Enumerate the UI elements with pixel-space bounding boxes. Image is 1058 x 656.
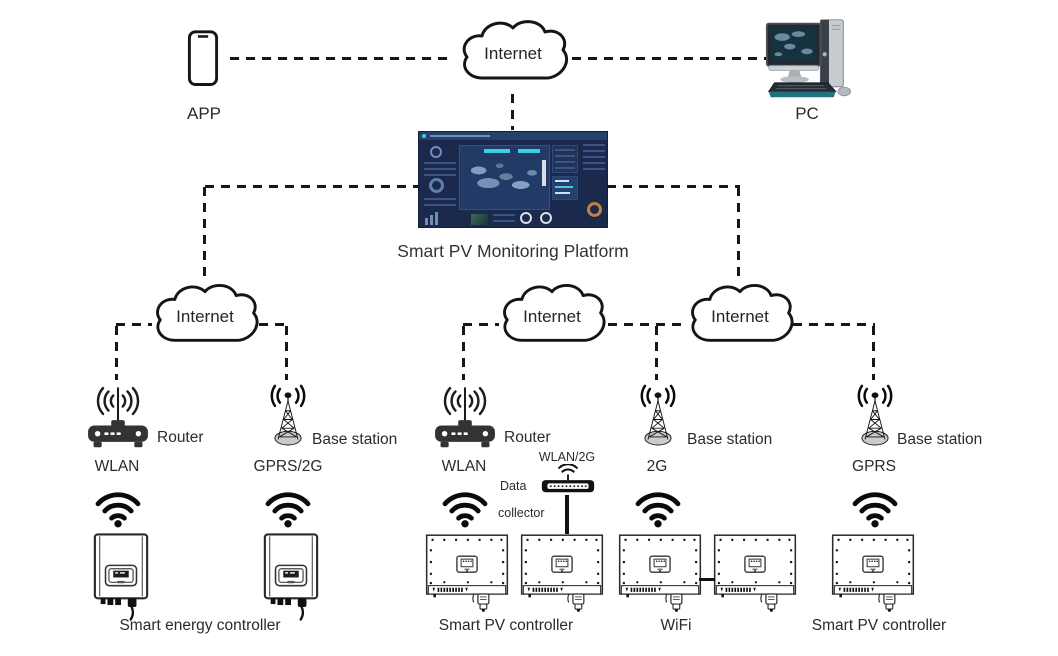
link-controller-wifi xyxy=(699,578,715,581)
energy-controller-icon xyxy=(91,530,151,622)
wlan-left-label: WLAN xyxy=(94,458,140,475)
link-platform-right xyxy=(607,185,740,188)
branch-left-router-down xyxy=(115,326,118,380)
dashboard-header-text xyxy=(430,135,490,137)
dashboard-gauge xyxy=(430,146,442,158)
branch-right-bs-down xyxy=(872,326,875,380)
pv-controller-icon xyxy=(520,532,604,614)
wifi-icon xyxy=(264,486,312,528)
branch-mid-router xyxy=(463,323,499,326)
router-left-label: Router xyxy=(157,429,204,446)
dashboard-bar xyxy=(425,218,428,225)
pv-controller-icon xyxy=(713,532,797,614)
smart-energy-controller-label: Smart energy controller xyxy=(119,617,281,634)
gprs-label: GPRS xyxy=(852,458,896,475)
dashboard-donut xyxy=(429,178,444,193)
dashboard-thumbnail xyxy=(471,214,488,225)
smart-pv-controller-right-label: Smart PV controller xyxy=(811,617,947,634)
branch-mid-bs-down xyxy=(655,326,658,380)
dashboard-bar xyxy=(435,212,438,225)
branch-right-bs xyxy=(793,323,875,326)
wlan-mid-label: WLAN xyxy=(441,458,487,475)
smart-pv-controller-left-label: Smart PV controller xyxy=(438,617,574,634)
cloud-label: Internet xyxy=(523,307,581,326)
internet-cloud-left: Internet xyxy=(148,280,262,350)
platform-screenshot xyxy=(418,131,608,228)
wifi-icon xyxy=(94,486,142,528)
dashboard-highlight xyxy=(518,149,540,153)
cloud-label: Internet xyxy=(711,307,769,326)
base-station-left-label: Base station xyxy=(312,431,398,448)
branch-mid-router-down xyxy=(462,326,465,380)
router-icon xyxy=(84,378,152,454)
energy-controller-icon xyxy=(261,530,321,622)
pv-controller-icon xyxy=(618,532,702,614)
router-mid-label: Router xyxy=(504,429,551,446)
link-internet-pc xyxy=(572,57,768,60)
gprs2g-label: GPRS/2G xyxy=(253,458,323,475)
dashboard-stat xyxy=(555,192,570,194)
dashboard-text-lines xyxy=(424,198,456,210)
branch-left-bs xyxy=(259,323,290,326)
pc-label: PC xyxy=(795,104,819,123)
dashboard-text-lines xyxy=(493,214,515,224)
wifi-link-label: WiFi xyxy=(660,617,692,634)
cloud-label: Internet xyxy=(176,307,234,326)
data-collector-icon xyxy=(540,464,596,498)
platform-title: Smart PV Monitoring Platform xyxy=(397,241,629,261)
internet-cloud-middle: Internet xyxy=(495,280,609,350)
dashboard-ring xyxy=(520,212,532,224)
dashboard-scrollbar xyxy=(542,160,546,186)
cloud-label: Internet xyxy=(484,44,542,63)
data-collector-label-2: collector xyxy=(498,506,545,520)
link-platform-left xyxy=(205,185,418,188)
internet-cloud-right: Internet xyxy=(683,280,797,350)
dashboard-highlight xyxy=(484,149,510,153)
app-label: APP xyxy=(186,104,222,123)
wifi-icon xyxy=(634,486,682,528)
base-station-mid-label: Base station xyxy=(687,431,773,448)
dashboard-bar xyxy=(430,215,433,225)
link-down-cloud-right xyxy=(737,187,740,281)
internet-cloud-top: Internet xyxy=(455,14,571,90)
wlan2g-label: WLAN/2G xyxy=(538,450,596,464)
dashboard-donut-orange xyxy=(587,202,602,217)
dashboard-stat xyxy=(555,186,573,188)
dashboard-world-map xyxy=(459,145,550,210)
dashboard-text-lines xyxy=(555,149,575,169)
pv-controller-icon xyxy=(831,532,915,614)
base-station-icon xyxy=(847,382,903,452)
pv-controller-icon xyxy=(425,532,509,614)
base-station-icon xyxy=(260,382,316,452)
dashboard-stat xyxy=(555,180,569,182)
base-station-right-label: Base station xyxy=(897,431,983,448)
smartphone-icon xyxy=(186,28,220,90)
dashboard-logo xyxy=(422,134,426,138)
wifi-icon xyxy=(441,486,489,528)
link-internet-platform xyxy=(511,94,514,130)
desktop-pc-icon xyxy=(758,16,856,102)
router-icon xyxy=(431,378,499,454)
branch-left-bs-down xyxy=(285,326,288,380)
link-phone-internet xyxy=(230,57,454,60)
dashboard-header xyxy=(419,132,607,140)
link-down-cloud-left xyxy=(203,187,206,281)
link-collector-controller xyxy=(565,495,569,534)
wifi-icon xyxy=(851,486,899,528)
branch-left-router xyxy=(116,323,152,326)
dashboard-ring xyxy=(540,212,552,224)
dashboard-text-lines xyxy=(424,162,456,176)
data-collector-label-1: Data xyxy=(500,479,527,493)
2g-label: 2G xyxy=(646,458,668,475)
link-cloud-mid-right xyxy=(608,323,686,326)
dashboard-text-lines xyxy=(583,144,605,174)
base-station-icon xyxy=(630,382,686,452)
